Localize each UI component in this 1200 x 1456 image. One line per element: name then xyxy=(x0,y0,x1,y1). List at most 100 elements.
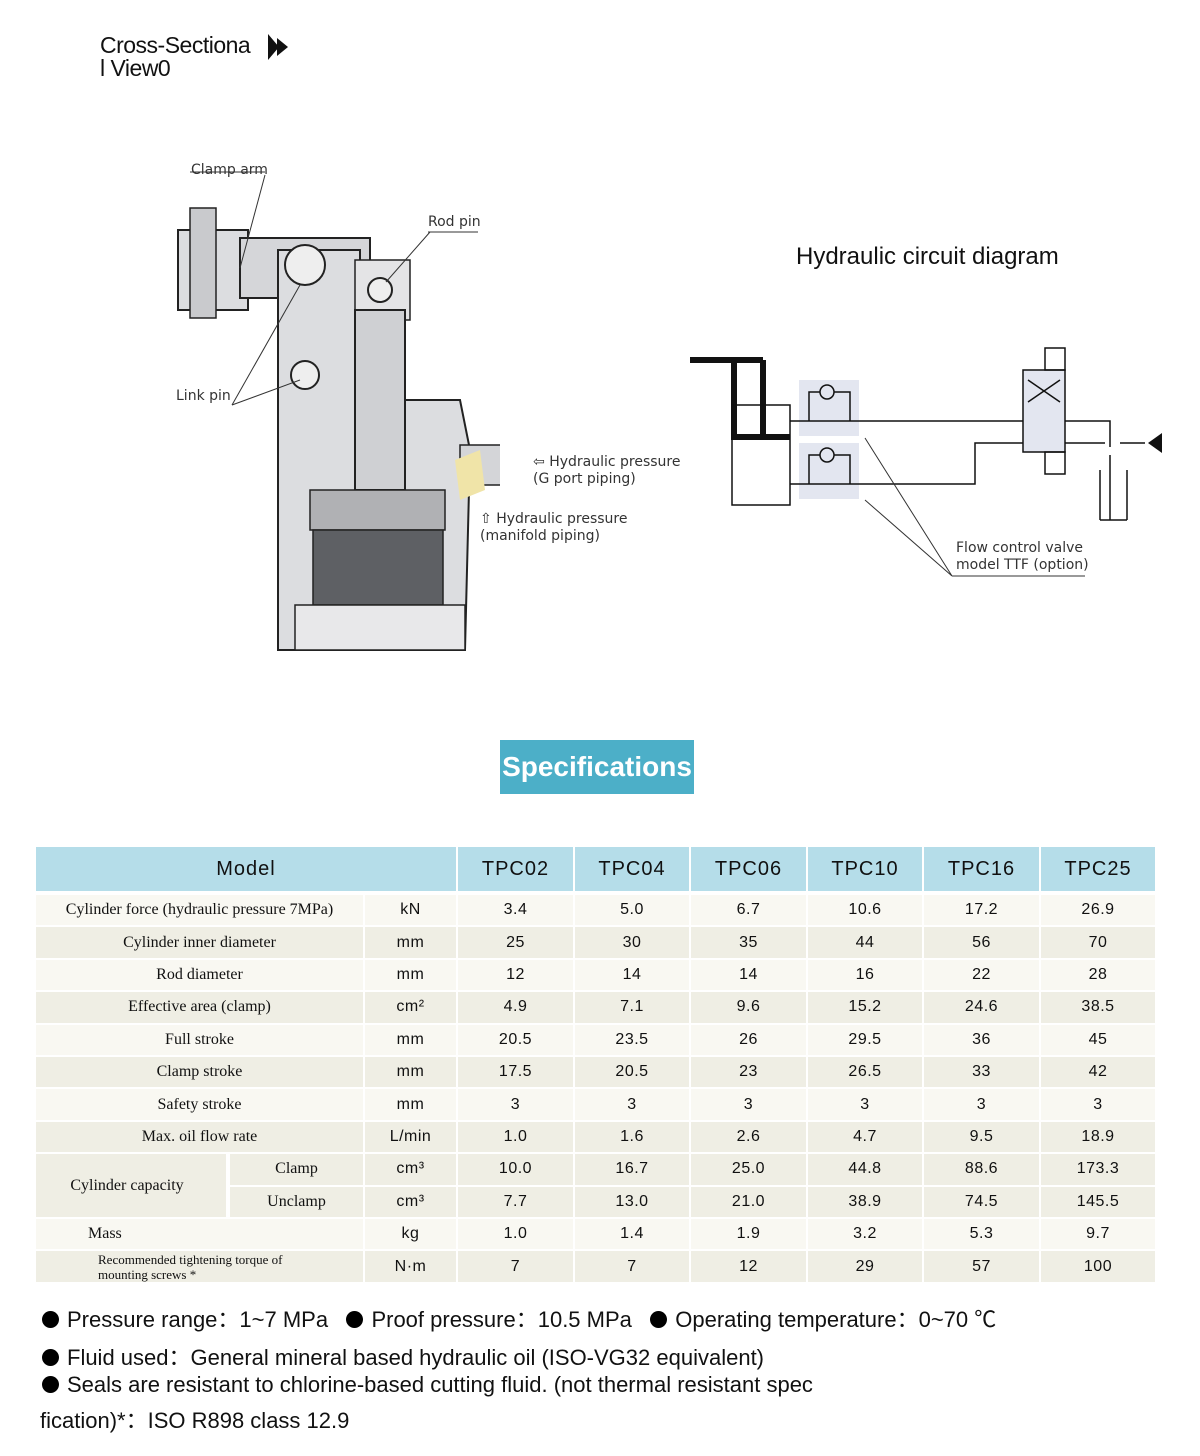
value-tpc25: 173.3 xyxy=(1041,1154,1155,1185)
row-label: Clamp xyxy=(230,1154,363,1185)
value-tpc04: 3 xyxy=(575,1089,689,1120)
value-tpc16: 57 xyxy=(924,1251,1039,1282)
value-tpc06: 9.6 xyxy=(691,992,806,1023)
row-unit: N·m xyxy=(365,1251,456,1282)
value-tpc06: 6.7 xyxy=(691,895,806,926)
value-tpc16: 88.6 xyxy=(924,1154,1039,1185)
model-header-tpc10: TPC10 xyxy=(808,847,922,891)
row-label: Recommended tightening torque of mountin… xyxy=(98,1251,283,1282)
value-tpc10: 16 xyxy=(808,959,922,991)
note-seals: Seals are resistant to chlorine-based cu… xyxy=(67,1372,813,1397)
row-label: Full stroke xyxy=(36,1024,363,1055)
bullet-icon xyxy=(346,1311,364,1328)
page-title: Cross-Sectiona l View0 xyxy=(100,32,288,80)
value-tpc02: 4.9 xyxy=(458,992,573,1023)
value-tpc10: 29.5 xyxy=(808,1024,922,1055)
title-line-1: Cross-Sectiona xyxy=(100,32,251,58)
value-tpc02: 1.0 xyxy=(458,1121,573,1153)
row-label: Max. oil flow rate xyxy=(36,1121,363,1153)
value-tpc16: 5.3 xyxy=(924,1219,1039,1250)
value-tpc16: 24.6 xyxy=(924,992,1039,1023)
value-tpc02: 10.0 xyxy=(458,1154,573,1185)
circuit-title: Hydraulic circuit diagram xyxy=(796,243,1059,270)
value-tpc16: 56 xyxy=(924,927,1039,958)
bullet-icon xyxy=(42,1311,59,1328)
value-tpc04: 7.1 xyxy=(575,992,689,1023)
row-unit: L/min xyxy=(365,1121,456,1153)
value-tpc06: 25.0 xyxy=(691,1154,806,1185)
row-label: Effective area (clamp) xyxy=(36,992,363,1023)
notes-line-4: fication)*：ISO R898 class 12.9 xyxy=(40,1408,350,1433)
label-manifold: ⇧ Hydraulic pressure(manifold piping) xyxy=(480,511,628,545)
value-tpc25: 26.9 xyxy=(1041,895,1155,926)
row-label: Mass xyxy=(36,1219,363,1250)
notes-line-1: Pressure range：1~7 MPa Proof pressure：10… xyxy=(42,1302,996,1334)
value-tpc04: 14 xyxy=(575,959,689,991)
specifications-heading: Specifications xyxy=(500,740,694,794)
value-tpc02: 7 xyxy=(458,1251,573,1282)
group-label-cylinder-capacity: Cylinder capacity xyxy=(36,1154,226,1217)
value-tpc10: 44 xyxy=(808,927,922,958)
value-tpc06: 14 xyxy=(691,959,806,991)
value-tpc10: 44.8 xyxy=(808,1154,922,1185)
value-tpc25: 100 xyxy=(1041,1251,1155,1282)
label-g-port: ⇦ Hydraulic pressure(G port piping) xyxy=(533,454,681,488)
value-tpc06: 12 xyxy=(691,1251,806,1282)
g-port-line-1: Hydraulic pressure xyxy=(549,454,681,470)
value-tpc02: 25 xyxy=(458,927,573,958)
row-unit: mm xyxy=(365,927,456,958)
model-header-tpc06: TPC06 xyxy=(691,847,806,891)
flow-valve-line-2: model TTF (option) xyxy=(956,557,1089,573)
value-tpc06: 35 xyxy=(691,927,806,958)
row-label: Rod diameter xyxy=(36,959,363,991)
notes-line-3: Seals are resistant to chlorine-based cu… xyxy=(42,1372,813,1398)
row-unit: mm xyxy=(365,1089,456,1120)
bullet-icon xyxy=(42,1376,59,1393)
value-tpc04: 5.0 xyxy=(575,895,689,926)
value-tpc06: 2.6 xyxy=(691,1121,806,1153)
row-unit: kN xyxy=(365,895,456,926)
value-tpc10: 15.2 xyxy=(808,992,922,1023)
value-tpc25: 145.5 xyxy=(1041,1186,1155,1217)
manifold-line-2: (manifold piping) xyxy=(480,528,600,544)
row-label: Cylinder force (hydraulic pressure 7MPa) xyxy=(36,895,363,926)
label-clamp-arm: Clamp arm xyxy=(191,162,268,178)
hydraulic-circuit-diagram xyxy=(690,347,1162,577)
value-tpc16: 74.5 xyxy=(924,1186,1039,1217)
value-tpc25: 3 xyxy=(1041,1089,1155,1120)
model-header-tpc02: TPC02 xyxy=(458,847,573,891)
value-tpc04: 1.6 xyxy=(575,1121,689,1153)
value-tpc04: 23.5 xyxy=(575,1024,689,1055)
value-tpc10: 29 xyxy=(808,1251,922,1282)
row-bg xyxy=(36,1251,363,1282)
row-label: Clamp stroke xyxy=(36,1057,363,1088)
value-tpc16: 22 xyxy=(924,959,1039,991)
model-header: Model xyxy=(36,847,456,891)
note-fluid: Fluid used：General mineral based hydraul… xyxy=(67,1345,765,1370)
value-tpc06: 23 xyxy=(691,1057,806,1088)
model-header-tpc25: TPC25 xyxy=(1041,847,1155,891)
value-tpc25: 18.9 xyxy=(1041,1121,1155,1153)
value-tpc04: 1.4 xyxy=(575,1219,689,1250)
value-tpc16: 36 xyxy=(924,1024,1039,1055)
note-temp: Operating temperature：0~70 ℃ xyxy=(675,1307,997,1332)
value-tpc25: 45 xyxy=(1041,1024,1155,1055)
note-pressure: Pressure range：1~7 MPa xyxy=(67,1307,329,1332)
value-tpc02: 1.0 xyxy=(458,1219,573,1250)
row-unit: kg xyxy=(365,1219,456,1250)
note-proof: Proof pressure：10.5 MPa xyxy=(371,1307,632,1332)
value-tpc16: 33 xyxy=(924,1057,1039,1088)
bullet-icon xyxy=(650,1311,668,1328)
value-tpc04: 13.0 xyxy=(575,1186,689,1217)
value-tpc25: 70 xyxy=(1041,927,1155,958)
row-label: Cylinder inner diameter xyxy=(36,927,363,958)
value-tpc10: 3 xyxy=(808,1089,922,1120)
arrow-up-icon: ⇧ xyxy=(480,511,497,527)
double-arrow-icon xyxy=(268,34,288,60)
g-port-line-2: (G port piping) xyxy=(533,471,636,487)
value-tpc25: 28 xyxy=(1041,959,1155,991)
value-tpc25: 42 xyxy=(1041,1057,1155,1088)
label-rod-pin: Rod pin xyxy=(428,214,481,230)
label-link-pin: Link pin xyxy=(176,388,231,404)
row-label: Unclamp xyxy=(230,1186,363,1217)
